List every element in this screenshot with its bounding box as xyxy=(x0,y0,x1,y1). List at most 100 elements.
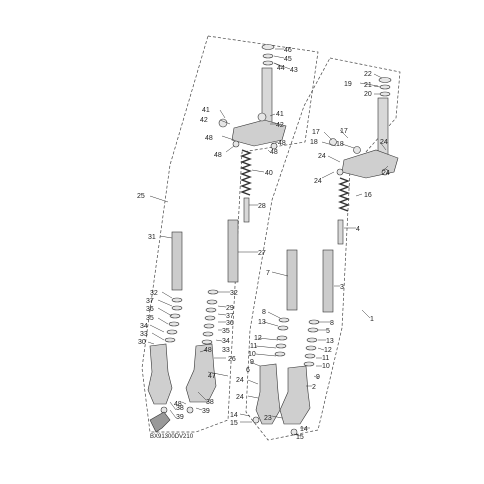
callout-11-a: 11 xyxy=(250,343,257,350)
left-cap-stack xyxy=(261,44,275,66)
callout-48-f: 48 xyxy=(174,401,182,408)
callout-29: 29 xyxy=(226,305,234,312)
left-seal-stack-a xyxy=(164,297,183,343)
callout-24-f: 24 xyxy=(236,394,244,401)
callout-24-b: 24 xyxy=(380,139,388,146)
right-inner-tube-upper xyxy=(377,97,389,161)
callout-19: 19 xyxy=(344,81,352,88)
callout-30: 30 xyxy=(138,339,146,346)
callout-25: 25 xyxy=(137,193,145,200)
right-seal-stack-a xyxy=(274,317,290,357)
callout-8-b: 8 xyxy=(330,320,334,327)
left-spring xyxy=(240,149,252,196)
left-inner-tube xyxy=(227,219,239,283)
callout-32-b: 32 xyxy=(230,290,238,297)
callout-28: 28 xyxy=(258,203,266,210)
callout-13-a: 13 xyxy=(258,319,266,326)
callout-18-a: 18 xyxy=(310,139,318,146)
callout-16: 16 xyxy=(364,192,372,199)
callout-23: 23 xyxy=(264,415,272,422)
callout-32-a: 32 xyxy=(150,290,158,297)
callout-34-a: 34 xyxy=(140,323,148,330)
callout-47: 47 xyxy=(208,373,216,380)
callout-12-a: 12 xyxy=(254,335,262,342)
callout-10-a: 10 xyxy=(248,351,256,358)
leader-lines xyxy=(147,48,389,437)
callout-38-b: 38 xyxy=(176,405,184,412)
callout-15-a: 15 xyxy=(230,420,238,427)
callout-7: 7 xyxy=(266,270,270,277)
callout-20: 20 xyxy=(364,91,372,98)
callout-18-b: 18 xyxy=(336,141,344,148)
callout-42-left: 42 xyxy=(200,117,208,124)
callout-17-b: 17 xyxy=(340,128,348,135)
left-fork-bottom-a xyxy=(147,343,173,405)
callout-37-a: 37 xyxy=(146,298,154,305)
left-seal-stack-b xyxy=(201,289,219,345)
callout-24-d: 24 xyxy=(382,170,390,177)
right-inner-tube xyxy=(322,249,334,313)
callout-9-b: 9 xyxy=(316,374,320,381)
right-bottom-bolt-b xyxy=(290,428,298,436)
callout-48-c: 48 xyxy=(278,140,286,147)
right-seal-stack-b xyxy=(303,319,320,367)
callout-26: 26 xyxy=(228,356,236,363)
callout-37-b: 37 xyxy=(226,313,234,320)
callout-10-b: 10 xyxy=(322,363,330,370)
callout-41-right: 41 xyxy=(276,111,284,118)
callout-34-b: 34 xyxy=(222,338,230,345)
callout-45: 45 xyxy=(284,56,292,63)
callout-43: 43 xyxy=(290,67,298,74)
callout-24-a: 24 xyxy=(318,153,326,160)
callout-39-a: 39 xyxy=(202,408,210,415)
callout-6: 6 xyxy=(246,367,250,374)
callout-44: 44 xyxy=(277,65,285,72)
orientation-arrow-icon xyxy=(149,411,171,433)
callout-24-c: 24 xyxy=(314,178,322,185)
callout-36-a: 36 xyxy=(146,306,154,313)
callout-12-b: 12 xyxy=(324,347,332,354)
callout-9-a: 9 xyxy=(250,359,254,366)
callout-15-b: 15 xyxy=(296,434,304,441)
callout-35-a: 35 xyxy=(146,315,154,322)
callout-35-b: 35 xyxy=(222,328,230,335)
callout-27: 27 xyxy=(258,250,266,257)
callout-14-b: 14 xyxy=(300,426,308,433)
callout-14-a: 14 xyxy=(230,412,238,419)
callout-13-b: 13 xyxy=(326,338,334,345)
callout-48-d: 48 xyxy=(270,149,278,156)
callout-33-b: 33 xyxy=(222,347,230,354)
callout-22: 22 xyxy=(364,71,372,78)
callout-46: 46 xyxy=(284,47,292,54)
left-fork-group-outline xyxy=(141,35,319,433)
right-outer-tube xyxy=(286,249,298,311)
right-fork-bottom-a xyxy=(255,363,281,425)
callout-8-a: 8 xyxy=(262,309,266,316)
callout-5: 5 xyxy=(326,328,330,335)
left-upper-bracket xyxy=(218,112,287,150)
callout-11-b: 11 xyxy=(322,355,329,362)
right-fork-bottom-b xyxy=(279,365,311,425)
callout-24-e: 24 xyxy=(236,377,244,384)
callout-21: 21 xyxy=(364,82,372,89)
left-damper-rod xyxy=(243,197,250,223)
callout-41-left: 41 xyxy=(202,107,210,114)
right-spring xyxy=(338,177,350,212)
callout-31: 31 xyxy=(148,234,156,241)
callout-33-a: 33 xyxy=(140,331,148,338)
callout-2: 2 xyxy=(312,384,316,391)
callout-48-a: 48 xyxy=(205,135,213,142)
callout-48-b: 48 xyxy=(214,152,222,159)
left-outer-tube xyxy=(171,231,183,291)
right-upper-bracket xyxy=(329,138,399,179)
right-cap-stack xyxy=(378,77,392,97)
diagram-code: BX91300DV210 xyxy=(150,434,194,440)
callout-40: 40 xyxy=(265,170,273,177)
callout-17-a: 17 xyxy=(312,129,320,136)
callout-1: 1 xyxy=(370,316,374,323)
callout-39-b: 39 xyxy=(176,414,184,421)
right-damper-rod xyxy=(337,219,344,245)
callout-38-a: 38 xyxy=(206,399,214,406)
callout-labels: 46 45 44 43 41 42 41 42 48 48 48 48 40 2… xyxy=(137,47,390,441)
right-bottom-bolt-a xyxy=(252,416,260,424)
